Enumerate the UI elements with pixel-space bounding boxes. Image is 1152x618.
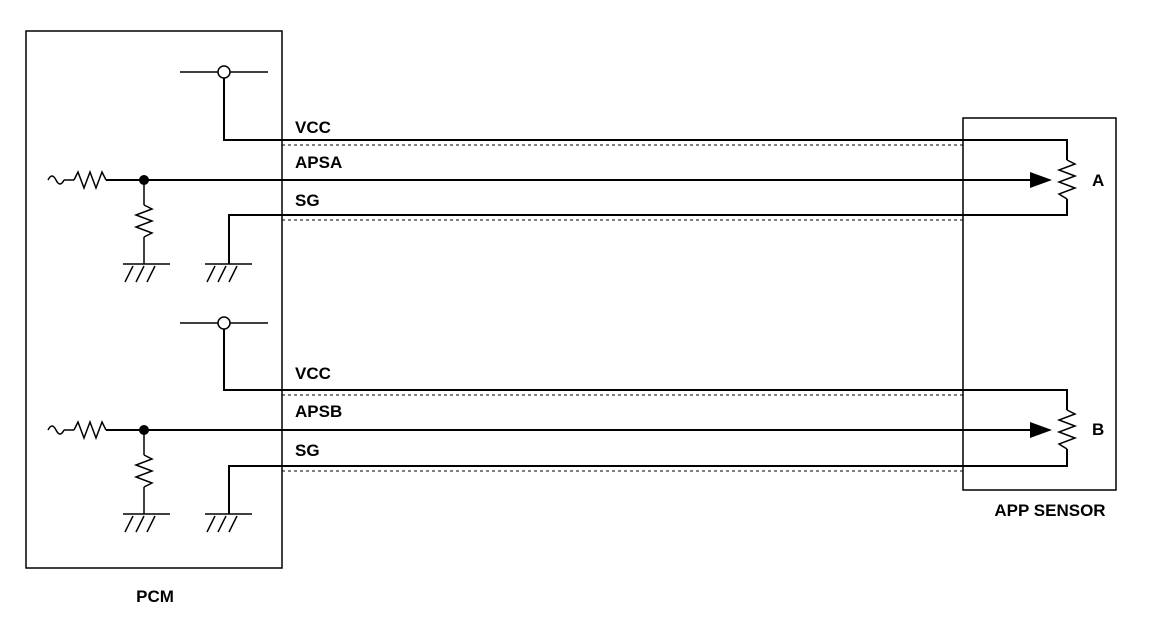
circuit-b-signal-label: APSB [295, 402, 342, 421]
circuit-a: VCC APSA SG A [47, 65, 1104, 283]
circuit-b-vcc-label: VCC [295, 364, 331, 383]
pcm-box [25, 30, 283, 569]
circuit-a-vcc-label: VCC [295, 118, 331, 137]
circuit-b-pulldown-resistor [133, 430, 155, 514]
circuit-a-potentiometer [1056, 159, 1078, 200]
circuit-b-ground-1-icon [123, 513, 170, 533]
circuit-b-ground-2-icon [205, 513, 252, 533]
circuit-a-ground-label: SG [295, 191, 320, 210]
circuit-b-potentiometer [1056, 409, 1078, 450]
circuit-a-ground-2-icon [205, 263, 252, 283]
circuit-b-input-resistor [47, 419, 107, 441]
circuit-a-pulldown-resistor [133, 180, 155, 264]
circuit-a-ground-1-icon [123, 263, 170, 283]
circuit-b-ground-wire [228, 449, 1068, 514]
pcm-label: PCM [136, 587, 174, 606]
circuit-a-vcc-wire [223, 78, 1068, 160]
app-sensor-label: APP SENSOR [994, 501, 1105, 520]
circuit-a-vcc-terminal [217, 65, 231, 79]
circuit-b: VCC APSB SG B [47, 316, 1104, 533]
circuit-b-vcc-wire [223, 329, 1068, 410]
circuit-b-ground-label: SG [295, 441, 320, 460]
circuit-b-vcc-terminal [217, 316, 231, 330]
circuit-b-pot-label: B [1092, 420, 1104, 439]
circuit-b-wiper-arrow-icon [1030, 422, 1052, 438]
circuit-a-pot-label: A [1092, 171, 1104, 190]
circuit-a-input-resistor [47, 169, 107, 191]
app-sensor-box [962, 117, 1117, 491]
circuit-a-ground-wire [228, 199, 1068, 264]
circuit-a-signal-label: APSA [295, 153, 342, 172]
circuit-a-wiper-arrow-icon [1030, 172, 1052, 188]
